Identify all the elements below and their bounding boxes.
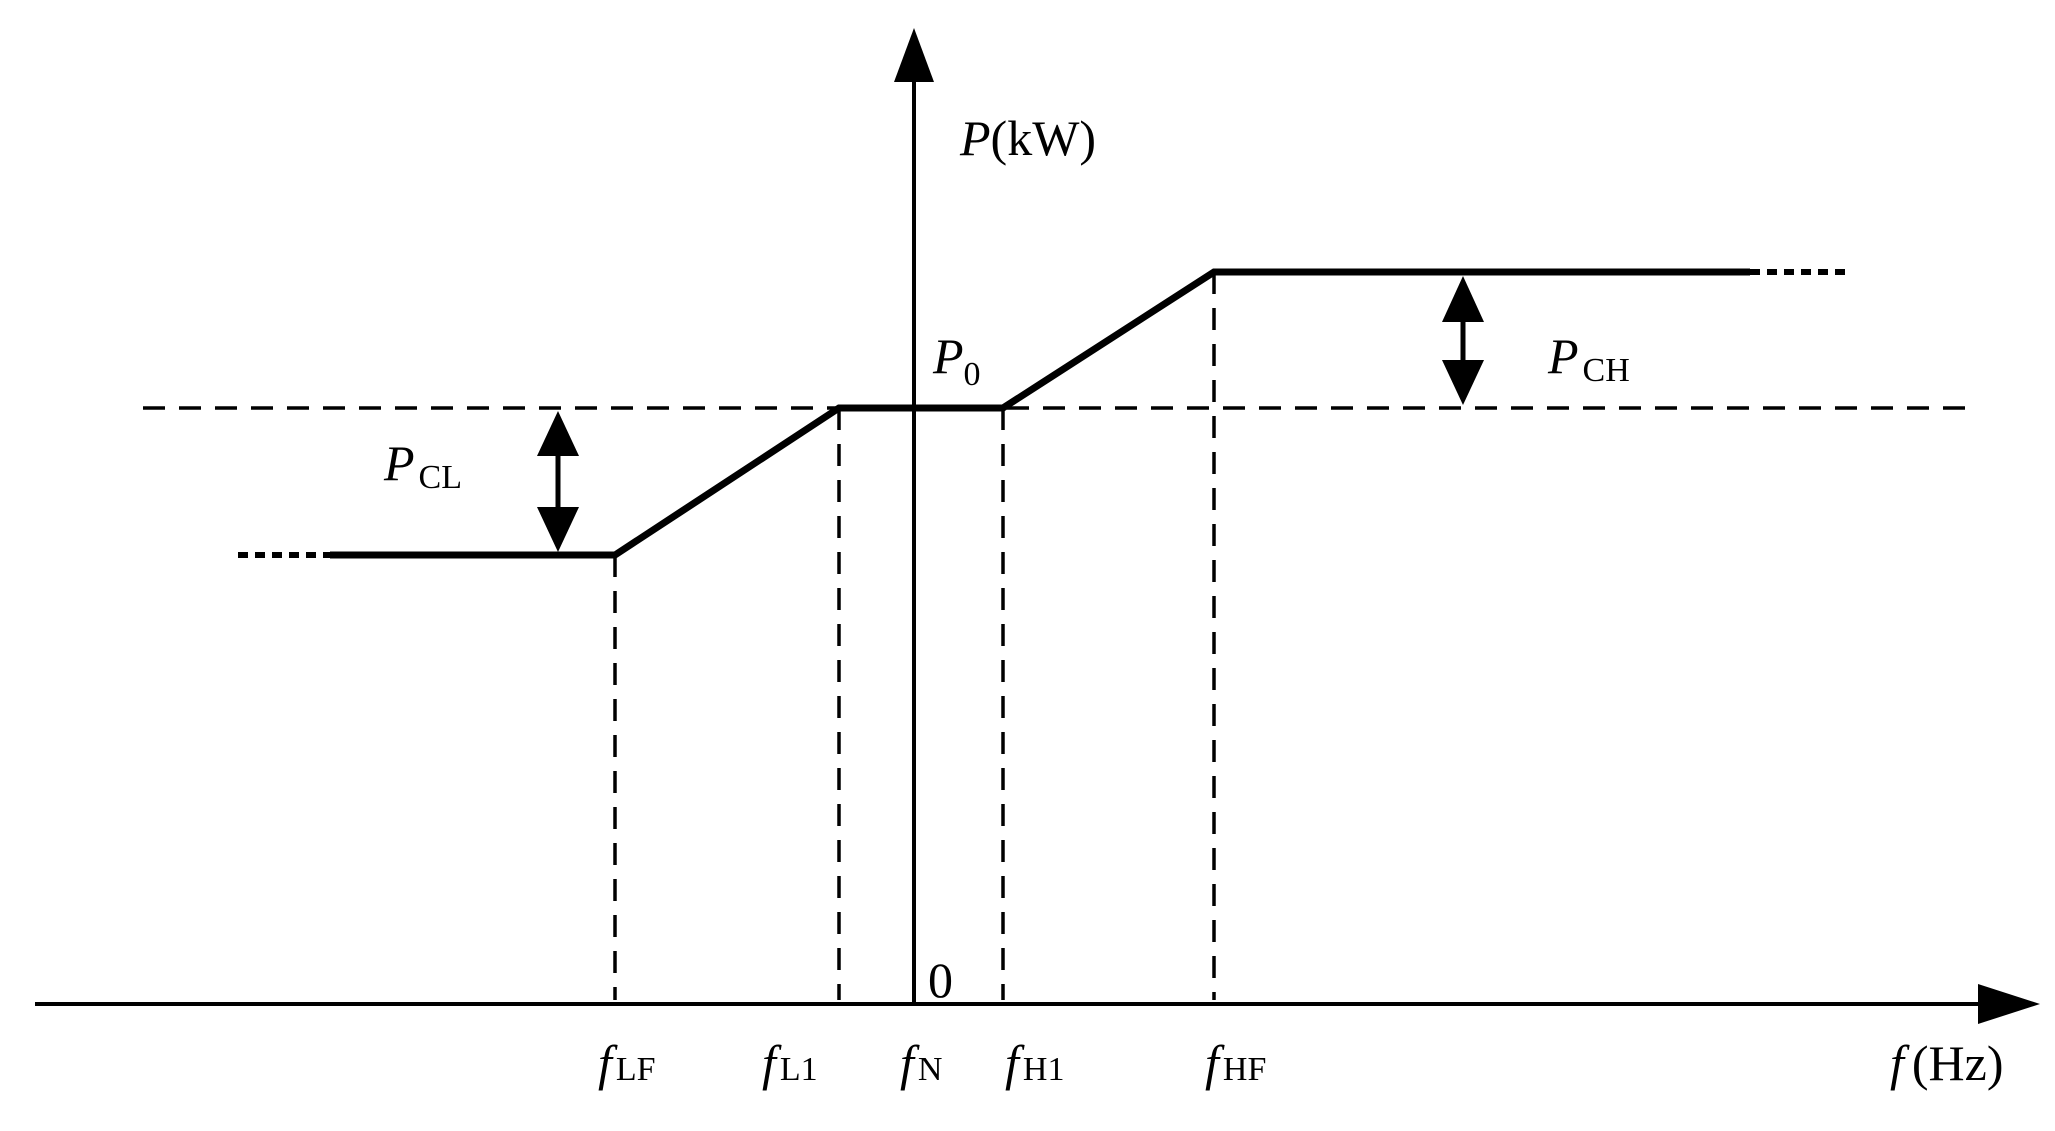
pcl-double-arrow-icon — [537, 411, 579, 552]
y-axis-label: P(kW) — [959, 110, 1096, 166]
y-axis-symbol: P — [959, 110, 991, 166]
p0-label: P0 — [932, 328, 981, 393]
origin-label: 0 — [928, 952, 953, 1008]
pch-double-arrow-icon — [1442, 276, 1484, 405]
y-axis-arrow-icon — [894, 28, 934, 82]
y-axis-unit: (kW) — [991, 110, 1097, 166]
x-axis-label: f(Hz) — [1890, 1035, 2004, 1091]
x-axis-symbol: f — [1890, 1035, 1910, 1091]
power-frequency-curve — [330, 268, 1750, 559]
x-axis-arrow-icon — [1978, 984, 2040, 1024]
x-axis-unit: (Hz) — [1912, 1035, 2004, 1091]
